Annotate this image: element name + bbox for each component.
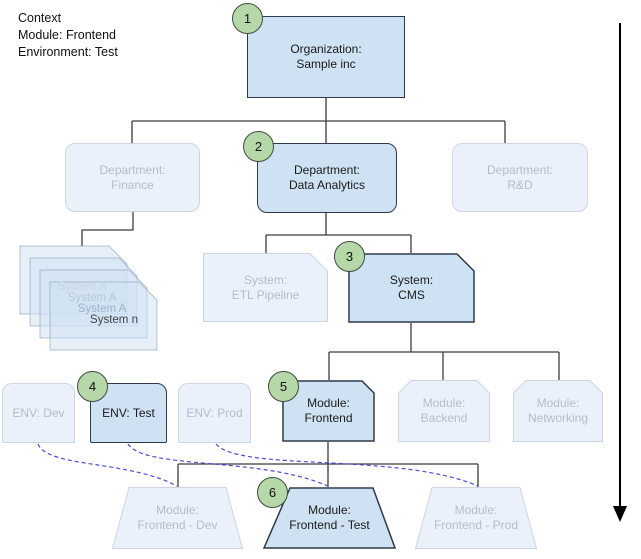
node-module-frontend-name: Frontend: [304, 411, 353, 425]
node-module-frontend-test-name: Frontend - Test: [289, 518, 370, 532]
node-module-backend: Module: Backend: [398, 380, 490, 442]
node-dept-data-analytics: Department: Data Analytics: [257, 143, 397, 213]
step-badge-6: 6: [257, 477, 288, 508]
node-module-backend-name: Backend: [420, 411, 468, 425]
system-stack-cards: [19, 245, 158, 351]
module-frontend-test-shape: [263, 487, 396, 549]
node-env-prod-label: ENV: Prod: [186, 405, 243, 420]
node-module-networking: Module: Networking: [513, 380, 603, 442]
module-backend-shape: [398, 380, 490, 442]
connector-cms-modules: [328, 323, 560, 380]
step-badge-5: 5: [268, 371, 299, 402]
node-module-frontend-test: Module: Frontend - Test: [263, 487, 396, 549]
node-system-stack: System A System A System A System n: [18, 244, 180, 354]
dashed-link-env-prod: [215, 443, 479, 487]
connector-org-departments: [131, 98, 506, 143]
node-module-frontend-dev: Module: Frontend - Dev: [112, 487, 243, 549]
context-module: Module: Frontend: [18, 28, 116, 42]
node-module-frontend-dev-name: Frontend - Dev: [137, 518, 218, 532]
node-dept-rd-name: R&D: [507, 177, 533, 192]
node-system-etl-type: System:: [243, 272, 288, 287]
node-dept-rd: Department: R&D: [452, 143, 588, 212]
node-system-cms-type: System:: [389, 273, 434, 287]
node-dept-rd-type: Department:: [486, 162, 554, 177]
node-module-frontend-type: Module:: [307, 396, 350, 410]
node-module-frontend-prod: Module: Frontend - Prod: [415, 487, 537, 549]
node-organization: Organization: Sample inc: [247, 16, 405, 98]
dashed-link-env-test: [127, 443, 329, 487]
node-organization-name: Sample inc: [296, 57, 356, 71]
node-env-test-label: ENV: Test: [102, 405, 155, 420]
connector-finance-systems: [81, 212, 134, 246]
context-environment: Environment: Test: [18, 45, 118, 59]
step-badge-4: 4: [77, 371, 108, 402]
system-etl-card-shape: [203, 253, 328, 322]
node-module-frontend-dev-type: Module:: [156, 503, 199, 517]
connector-analytics-systems: [265, 213, 412, 253]
system-stack-label-n: System n: [90, 314, 138, 326]
node-module-backend-type: Module:: [422, 396, 466, 410]
step-badge-1: 1: [232, 3, 263, 34]
step-badge-2: 2: [243, 131, 274, 162]
system-stack-label-2: System A: [67, 292, 117, 304]
system-cms-card-shape: [348, 253, 475, 323]
node-module-networking-type: Module:: [536, 396, 580, 410]
node-env-dev-label: ENV: Dev: [12, 405, 65, 420]
system-stack-label-1: System A: [57, 281, 107, 293]
context-title: Context: [18, 11, 62, 25]
node-env-prod: ENV: Prod: [178, 383, 251, 443]
node-dept-finance-name: Finance: [111, 177, 154, 192]
node-system-etl: System: ETL Pipeline: [203, 253, 328, 322]
flow-direction-arrow-icon: [613, 23, 627, 522]
node-organization-type: Organization:: [290, 42, 362, 56]
node-dept-finance: Department: Finance: [65, 143, 200, 212]
context-note: Context Module: Frontend Environment: Te…: [18, 10, 118, 61]
node-module-frontend-test-type: Module:: [308, 503, 351, 517]
node-system-cms: System: CMS: [348, 253, 475, 323]
node-env-dev: ENV: Dev: [2, 383, 75, 443]
node-module-frontend-prod-name: Frontend - Prod: [433, 518, 519, 532]
node-dept-data-analytics-type: Department:: [293, 163, 361, 177]
module-networking-shape: [513, 380, 603, 442]
module-frontend-prod-shape: [415, 487, 537, 549]
node-module-networking-name: Networking: [527, 411, 589, 425]
dashed-link-env-dev: [37, 443, 178, 487]
module-frontend-dev-shape: [112, 487, 243, 549]
system-stack-label-3: System A: [77, 303, 127, 315]
step-badge-3: 3: [334, 241, 365, 272]
connector-frontend-instances: [177, 442, 479, 487]
node-system-etl-name: ETL Pipeline: [231, 287, 300, 302]
node-system-cms-name: CMS: [398, 288, 425, 302]
node-dept-finance-type: Department:: [99, 162, 166, 177]
node-dept-data-analytics-name: Data Analytics: [288, 178, 366, 192]
node-module-frontend-prod-type: Module:: [454, 503, 498, 517]
